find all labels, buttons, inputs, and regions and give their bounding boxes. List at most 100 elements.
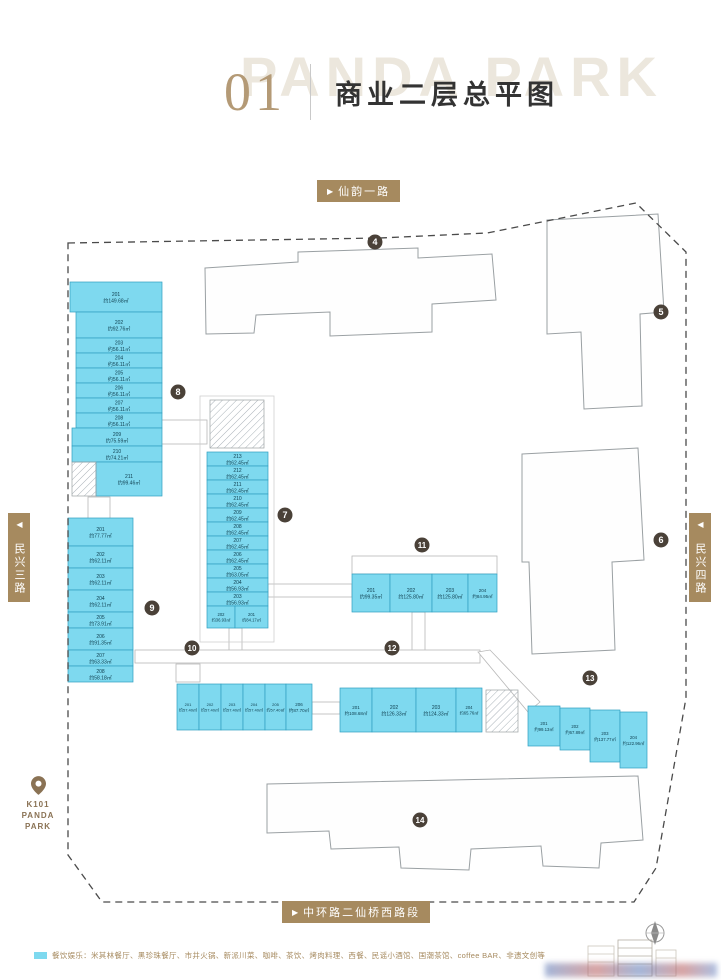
- unit-area: 约63.33㎡: [89, 659, 112, 666]
- unit-number: 206: [115, 386, 124, 392]
- unit-area: 约36.93㎡: [212, 617, 232, 624]
- unit-area: 约122.96㎡: [623, 740, 645, 747]
- unit-area: 约62.11㎡: [89, 580, 111, 587]
- building-8-unit-211: [95, 461, 163, 497]
- unit-number: 207: [233, 538, 242, 544]
- unit-area: 约65.76㎡: [460, 710, 480, 717]
- unit-number: 204: [233, 580, 242, 586]
- unit-area: 约62.45㎡: [226, 530, 249, 537]
- building-4-outline: [204, 247, 497, 337]
- unit-number: 203: [96, 574, 105, 580]
- building-12-unit-204: [455, 687, 483, 733]
- unit-number: 210: [113, 449, 122, 455]
- building-11-unit-201: [351, 573, 391, 613]
- building-7-unit-201: [234, 605, 269, 629]
- unit-area: 约56.11㎡: [108, 391, 130, 398]
- unit-number: 206: [295, 702, 303, 707]
- unit-number: 201: [248, 612, 256, 617]
- stair-core: [71, 461, 97, 497]
- corridor: [87, 496, 111, 520]
- street-name-right: 民兴四路: [694, 543, 706, 595]
- unit-area: 约62.45㎡: [226, 516, 249, 523]
- compass-icon: [645, 921, 665, 945]
- building-8-unit-202: [75, 311, 163, 339]
- building-marker-5: [653, 304, 669, 320]
- unit-area: 约62.45㎡: [226, 544, 249, 551]
- building-13-unit-202: [559, 707, 591, 751]
- header: 01 商业二层总平图: [224, 64, 559, 120]
- unit-area: 约57.40㎡: [179, 707, 197, 713]
- unit-area: 约125.80㎡: [437, 594, 462, 601]
- unit-area: 约84.17㎡: [242, 617, 262, 624]
- unit-area: 约62.45㎡: [226, 474, 249, 481]
- unit-area: 约56.11㎡: [108, 361, 130, 368]
- corridor: [175, 663, 201, 683]
- street-label-left: ◀ 民兴三路: [8, 513, 30, 602]
- arrow-left-icon: ◀: [696, 520, 705, 529]
- unit-number: 213: [233, 454, 242, 460]
- unit-number: 208: [233, 524, 242, 530]
- unit-number: 204: [251, 702, 258, 707]
- unit-area: 约62.11㎡: [89, 602, 111, 609]
- building-marker-12: [384, 640, 400, 656]
- unit-number: 203: [446, 588, 455, 594]
- unit-area: 约63.05㎡: [226, 572, 249, 579]
- building-8-unit-201: [69, 281, 163, 313]
- unit-area: 约99.13㎡: [534, 726, 554, 733]
- building-marker-14: [412, 812, 428, 828]
- unit-area: 约99.46㎡: [118, 480, 141, 487]
- building-marker-number: 8: [175, 387, 180, 397]
- building-marker-4: [367, 234, 383, 250]
- unit-number: 206: [233, 552, 242, 558]
- corridor: [267, 583, 353, 598]
- unit-number: 206: [96, 634, 105, 640]
- building-marker-number: 11: [418, 541, 427, 550]
- unit-number: 202: [115, 320, 124, 326]
- building-10-unit-206: [285, 683, 313, 731]
- legend-swatch-retail: [34, 952, 47, 959]
- unit-area: 约56.93㎡: [226, 600, 249, 607]
- unit-number: 203: [115, 341, 124, 347]
- unit-area: 约56.11㎡: [108, 406, 130, 413]
- unit-area: 约56.11㎡: [108, 421, 130, 428]
- unit-area: 约56.93㎡: [226, 586, 249, 593]
- building-7-platform: [199, 395, 275, 643]
- unit-number: 204: [115, 356, 124, 362]
- unit-number: 207: [115, 401, 124, 407]
- unit-number: 203: [601, 731, 609, 736]
- building-marker-number: 10: [188, 644, 197, 653]
- unit-area: 约56.11㎡: [108, 346, 130, 353]
- unit-number: 201: [540, 721, 548, 726]
- unit-area: 约125.80㎡: [398, 594, 423, 601]
- unit-area: 约75.59㎡: [106, 438, 129, 445]
- unit-area: 约73.91㎡: [89, 621, 112, 628]
- building-marker-number: 12: [388, 644, 397, 653]
- unit-area: 约126.33㎡: [381, 711, 406, 718]
- unit-area: 约108.68㎡: [345, 710, 368, 717]
- building-6-outline: [521, 447, 645, 655]
- unit-number: 204: [479, 588, 487, 593]
- unit-number: 202: [571, 724, 579, 729]
- unit-number: 210: [233, 496, 242, 502]
- stair-core: [485, 689, 519, 733]
- unit-area: 约62.45㎡: [226, 558, 249, 565]
- unit-area: 约91.35㎡: [89, 640, 112, 647]
- unit-area: 约67.89㎡: [565, 729, 585, 736]
- building-marker-10: [184, 640, 200, 656]
- unit-number: 202: [218, 612, 226, 617]
- section-number: 01: [224, 62, 286, 122]
- building-9-unit-208: [67, 665, 134, 683]
- building-13-unit-201: [527, 705, 561, 747]
- building-13-unit-204: [619, 711, 648, 769]
- unit-area: 约84.95㎡: [472, 593, 493, 600]
- location-name-line3: PARK: [24, 821, 52, 831]
- unit-area: 约124.33㎡: [423, 711, 448, 718]
- corridor: [351, 555, 498, 575]
- brand-watermark: PANDA PARK: [240, 45, 663, 108]
- unit-number: 204: [466, 705, 474, 710]
- building-marker-9: [144, 600, 160, 616]
- unit-area: 约99.35㎡: [360, 594, 383, 601]
- header-divider: [310, 64, 311, 120]
